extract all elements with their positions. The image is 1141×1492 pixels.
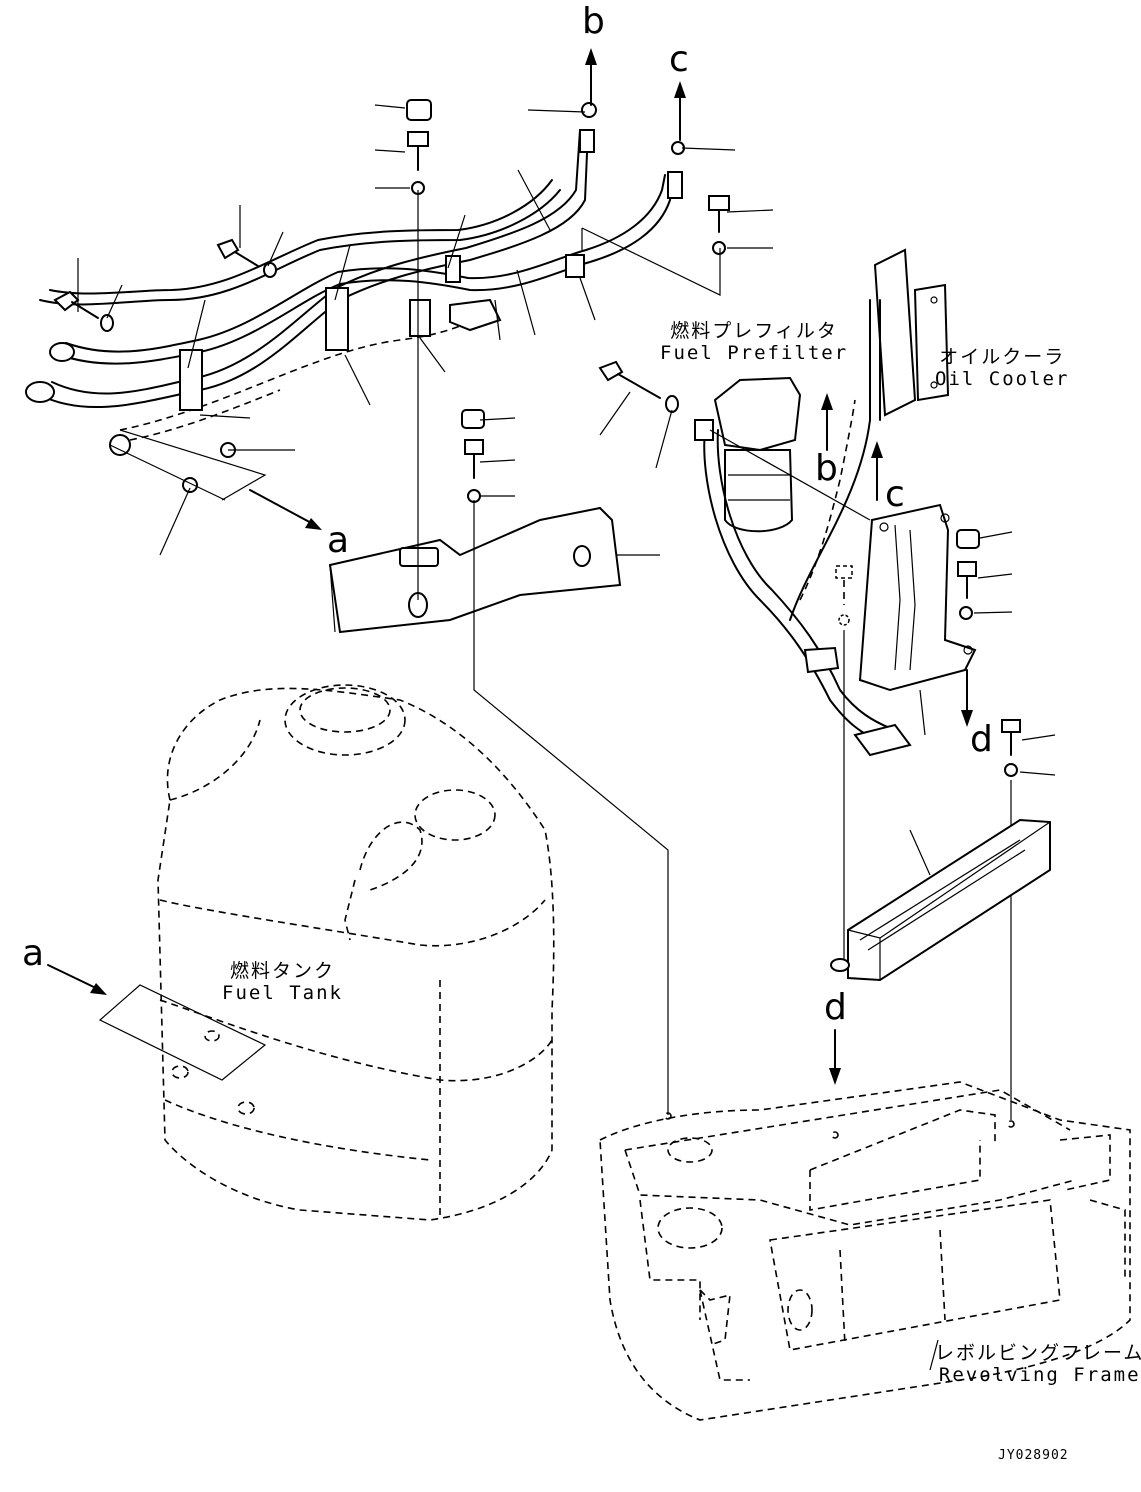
- label-fuel-tank-jp: 燃料タンク: [229, 960, 335, 982]
- label-fuel-prefilter-en: Fuel Prefilter: [660, 342, 849, 364]
- callout-c-top: c: [669, 39, 689, 80]
- callout-b-right: b: [815, 448, 838, 489]
- mounting-bracket: [328, 190, 669, 1115]
- cooler-bracket: [835, 503, 1013, 960]
- fuel-tank: [98, 684, 555, 1221]
- label-fuel-tank: 燃料タンク Fuel Tank: [222, 960, 343, 1004]
- callout-d-upper: d: [970, 719, 993, 760]
- label-revolving-frame: レボルビングフレーム Revolving Frame: [935, 1342, 1141, 1386]
- label-oil-cooler-en: Oil Cooler: [935, 368, 1070, 390]
- drawing-code: JY028902: [998, 1448, 1069, 1463]
- label-revolving-frame-jp: レボルビングフレーム: [935, 1342, 1141, 1364]
- label-oil-cooler-jp: オイルクーラ: [939, 346, 1066, 368]
- fuel-hose-bundle: [25, 129, 683, 493]
- label-fuel-prefilter: 燃料プレフィルタ Fuel Prefilter: [660, 320, 848, 364]
- arrows: [47, 48, 973, 1085]
- side-cover: [830, 719, 1056, 1120]
- callout-d-lower: d: [824, 987, 847, 1028]
- fuel-prefilter: [598, 360, 912, 757]
- callout-a-left: a: [22, 933, 45, 974]
- oil-cooler: [789, 248, 950, 621]
- label-oil-cooler: オイルクーラ Oil Cooler: [935, 346, 1069, 390]
- callout-b-top: b: [582, 1, 605, 42]
- label-fuel-tank-en: Fuel Tank: [222, 982, 343, 1004]
- hardware-top-left: [53, 99, 730, 503]
- label-fuel-prefilter-jp: 燃料プレフィルタ: [670, 320, 838, 342]
- revolving-frame: [599, 1081, 1131, 1421]
- callout-a-top: a: [327, 520, 350, 561]
- leader-lines: [77, 104, 774, 556]
- label-revolving-frame-en: Revolving Frame: [938, 1364, 1141, 1386]
- callout-c-right: c: [885, 474, 905, 515]
